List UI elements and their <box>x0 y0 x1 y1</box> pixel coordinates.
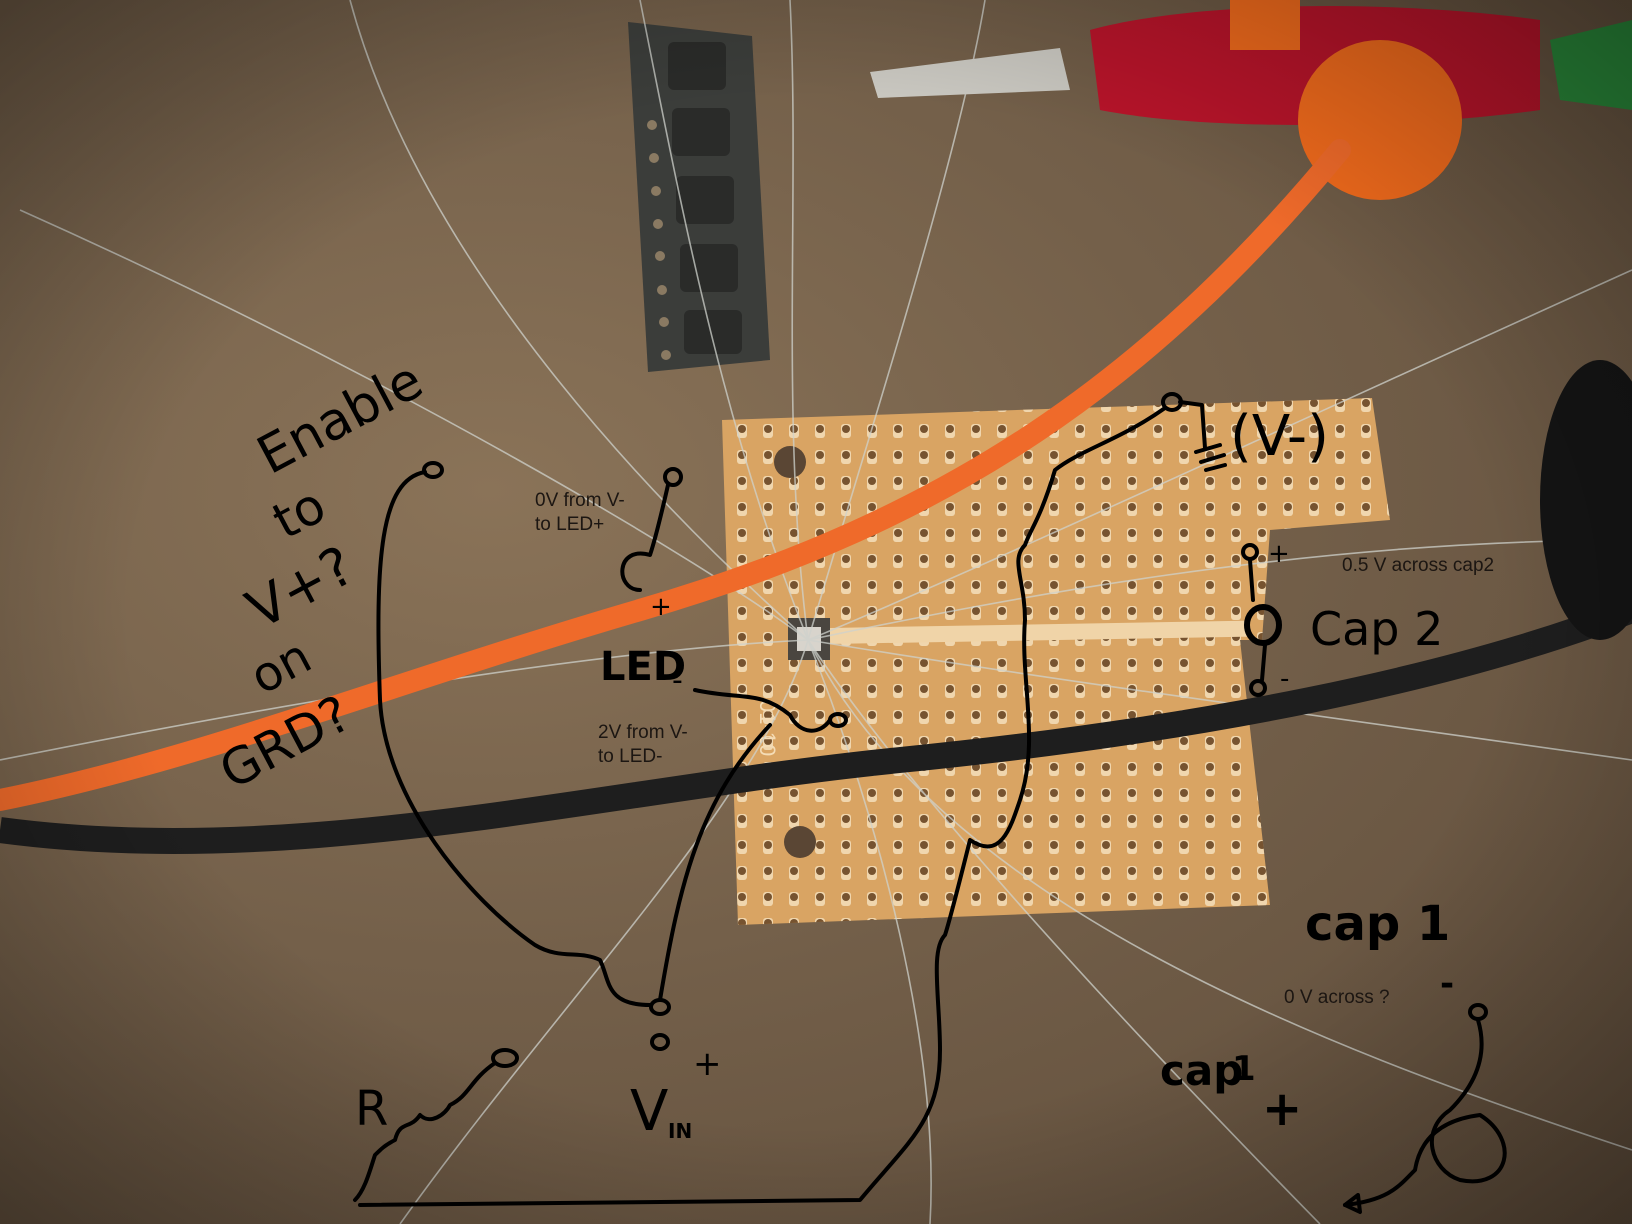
ink-resistor <box>353 1048 519 1202</box>
hand-cap1-bottom-num: 1 <box>1232 1049 1256 1089</box>
hand-cap1-minus: - <box>1440 964 1454 1004</box>
ink-cap2 <box>1241 543 1282 697</box>
hand-led-minus: - <box>672 663 683 698</box>
label-cap1-voltage: 0 V across ? <box>1284 987 1390 1008</box>
hand-cap2-minus: - <box>1280 664 1289 694</box>
ink-cap1-loop <box>1343 1003 1507 1214</box>
hand-cap2-plus: + <box>1268 539 1290 569</box>
hand-resistor: R <box>355 1081 388 1137</box>
hand-cap1: cap 1 <box>1305 896 1450 952</box>
ink-wire-vin <box>649 998 671 1051</box>
label-led-minus-voltage: 2V from V- to LED- <box>598 722 688 767</box>
handwritten-labels: Enable to V+? on GRD? LED + - (V-) Cap 2… <box>210 350 1454 1144</box>
hand-cap1-bottom: cap <box>1160 1046 1243 1095</box>
label-led-plus-voltage: 0V from V- to LED+ <box>535 490 625 535</box>
hand-cap2: Cap 2 <box>1310 602 1443 656</box>
hand-vin-plus: + <box>693 1044 722 1084</box>
ink-wire-led-minus <box>658 688 848 1002</box>
hand-led: LED <box>600 644 686 690</box>
label-cap2-voltage: 0.5 V across cap2 <box>1342 555 1495 576</box>
ink-wire-led-plus <box>620 467 683 592</box>
hand-vin: V <box>630 1079 668 1144</box>
ink-wire-vminus <box>358 392 1227 1207</box>
hand-led-plus: + <box>650 592 672 622</box>
ink-wire-enable <box>376 461 652 1007</box>
hand-cap1-plus: + <box>1262 1081 1302 1137</box>
hand-vin-sub: IN <box>668 1119 692 1143</box>
hand-vminus: (V-) <box>1230 404 1329 469</box>
